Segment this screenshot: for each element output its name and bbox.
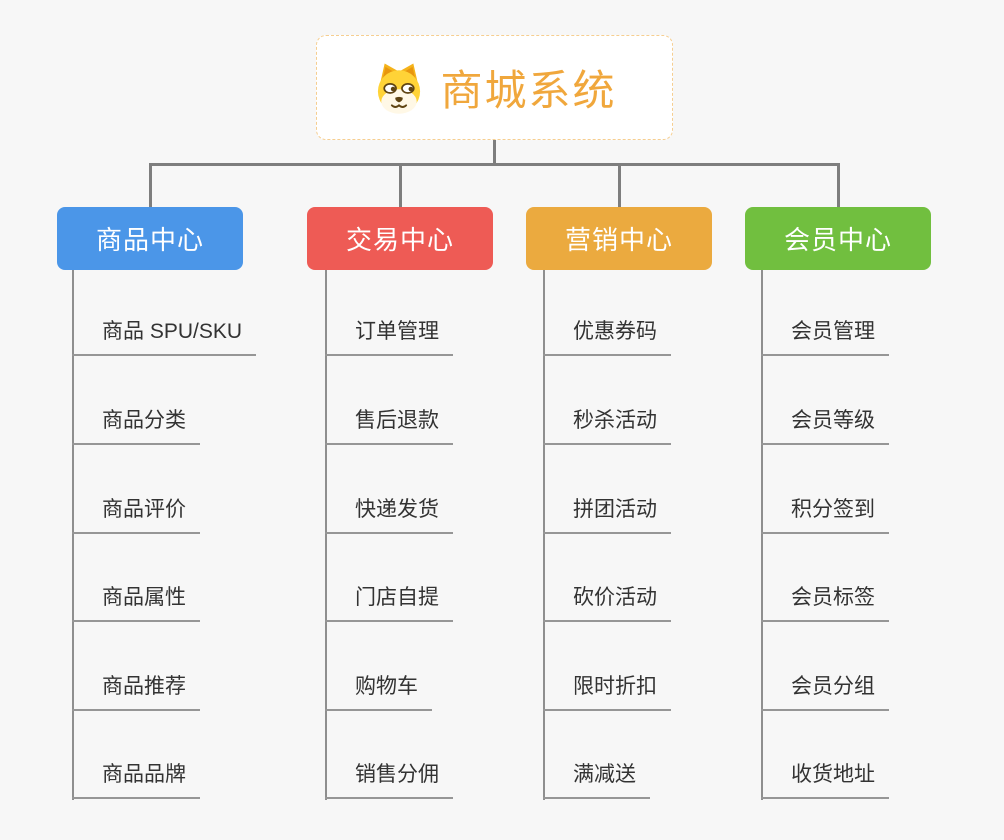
leaf-node[interactable]: 会员分组 xyxy=(761,673,889,711)
branch-node-member-center[interactable]: 会员中心 xyxy=(745,207,931,270)
connector-drop-3 xyxy=(618,164,621,208)
branch-node-trade-center[interactable]: 交易中心 xyxy=(307,207,493,270)
leaf-node[interactable]: 砍价活动 xyxy=(543,584,671,622)
leaf-node[interactable]: 商品评价 xyxy=(72,496,200,534)
leaf-node[interactable]: 门店自提 xyxy=(325,584,453,622)
leaf-node[interactable]: 商品属性 xyxy=(72,584,200,622)
leaf-node[interactable]: 收货地址 xyxy=(761,761,889,799)
column-line xyxy=(543,270,545,800)
branch-node-product-center[interactable]: 商品中心 xyxy=(57,207,243,270)
leaf-node[interactable]: 订单管理 xyxy=(325,318,453,356)
leaf-node[interactable]: 购物车 xyxy=(325,673,432,711)
leaf-node[interactable]: 商品 SPU/SKU xyxy=(72,318,257,356)
leaf-node[interactable]: 商品品牌 xyxy=(72,761,200,799)
leaf-node[interactable]: 满减送 xyxy=(543,761,650,799)
column-line xyxy=(761,270,763,800)
leaf-node[interactable]: 积分签到 xyxy=(761,496,889,534)
leaf-node[interactable]: 限时折扣 xyxy=(543,673,671,711)
leaf-node[interactable]: 会员标签 xyxy=(761,584,889,622)
leaf-node[interactable]: 拼团活动 xyxy=(543,496,671,534)
branch-node-marketing-center[interactable]: 营销中心 xyxy=(526,207,712,270)
leaf-node[interactable]: 优惠券码 xyxy=(543,318,671,356)
leaf-node[interactable]: 商品分类 xyxy=(72,407,200,445)
leaf-node[interactable]: 会员管理 xyxy=(761,318,889,356)
connector-drop-4 xyxy=(837,164,840,208)
column-line xyxy=(72,270,74,800)
leaf-node[interactable]: 商品推荐 xyxy=(72,673,200,711)
root-title: 商城系统 xyxy=(440,67,617,114)
column-line xyxy=(325,270,327,800)
leaf-node[interactable]: 销售分佣 xyxy=(325,761,453,799)
connector-drop-1 xyxy=(149,164,152,208)
dog-face-icon xyxy=(378,63,421,114)
leaf-node[interactable]: 快递发货 xyxy=(325,496,453,534)
connector-root-stem xyxy=(493,140,496,164)
leaf-node[interactable]: 会员等级 xyxy=(761,407,889,445)
leaf-node[interactable]: 售后退款 xyxy=(325,407,453,445)
leaf-node[interactable]: 秒杀活动 xyxy=(543,407,671,445)
connector-bus xyxy=(149,163,840,166)
root-node-mall-system[interactable]: 商城系统 xyxy=(316,35,673,140)
connector-drop-2 xyxy=(399,164,402,208)
